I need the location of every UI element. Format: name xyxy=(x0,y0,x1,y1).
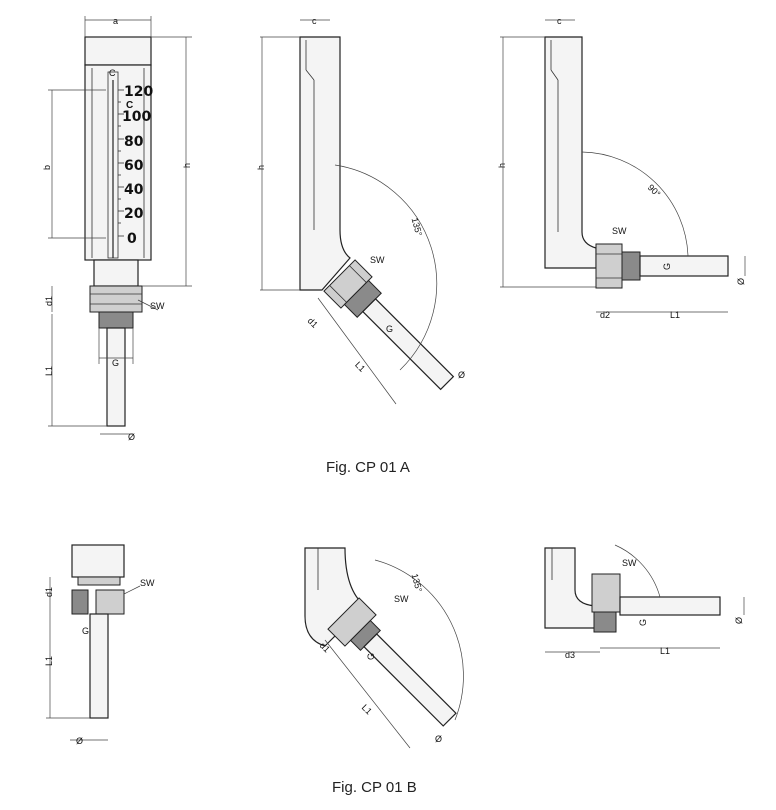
dim-dia-b135: Ø xyxy=(435,734,442,744)
dim-L1-90: L1 xyxy=(670,310,680,320)
dim-dia-b90: Ø xyxy=(734,617,744,624)
dim-G-b90: G xyxy=(638,619,648,626)
dim-b: b xyxy=(42,165,52,170)
dim-G-90: G xyxy=(662,263,672,270)
angle-135-a: 135° xyxy=(410,217,425,238)
angle-135-b: 135° xyxy=(410,573,425,594)
dim-dia-135: Ø xyxy=(458,370,465,380)
scale-unit-small: C xyxy=(109,68,116,78)
scale-label-0: 0 xyxy=(127,231,137,247)
caption-fig-a: Fig. CP 01 A xyxy=(326,459,410,476)
scale-unit: C xyxy=(126,100,133,111)
view-a-135: h c 135° SW G d1 L1 Ø xyxy=(256,16,465,405)
label-SW-90: SW xyxy=(612,226,627,236)
dim-d2: d2 xyxy=(600,310,610,320)
dim-dia-90: Ø xyxy=(736,278,746,285)
scale-ticks xyxy=(118,89,124,237)
scale-label-120: 120 xyxy=(124,84,153,100)
scale-label-40: 40 xyxy=(124,182,144,198)
dim-L1: L1 xyxy=(44,366,54,376)
dim-h-135: h xyxy=(256,165,266,170)
label-SW-b: SW xyxy=(140,578,155,588)
scale-label-100: 100 xyxy=(122,109,151,125)
label-SW-b90: SW xyxy=(622,558,637,568)
scale-label-20: 20 xyxy=(124,206,144,222)
view-a-vertical: C 120 C 100 80 60 40 20 0 a b h d1 L1 G xyxy=(42,16,192,442)
dim-c-135: c xyxy=(312,16,317,26)
angle-90-a: 90° xyxy=(646,182,663,199)
scale-label-60: 60 xyxy=(124,158,144,174)
label-SW-b135: SW xyxy=(394,594,409,604)
view-b-vertical: d1 L1 G SW Ø xyxy=(44,544,155,746)
dim-G-b: G xyxy=(82,626,89,636)
dim-G-135: G xyxy=(386,324,393,334)
scale-label-80: 80 xyxy=(124,134,144,150)
dim-h-90: h xyxy=(497,163,507,168)
dim-dia: Ø xyxy=(128,432,135,442)
dim-d3: d3 xyxy=(565,650,575,660)
view-b-90: SW G d3 L1 Ø xyxy=(544,544,745,660)
dim-d1-135: d1 xyxy=(306,316,320,330)
dim-L1-b135: L1 xyxy=(360,702,374,716)
dim-L1-b: L1 xyxy=(44,656,54,666)
label-SW: SW xyxy=(150,301,165,311)
dim-G-b135: G xyxy=(366,653,376,660)
dim-d1-b: d1 xyxy=(44,587,54,597)
dim-G: G xyxy=(112,358,119,368)
dim-d1: d1 xyxy=(44,296,54,306)
dim-c-90: c xyxy=(557,16,562,26)
dim-h: h xyxy=(182,163,192,168)
caption-fig-b: Fig. CP 01 B xyxy=(332,779,417,796)
dim-L1-b90: L1 xyxy=(660,646,670,656)
dim-dia-b: Ø xyxy=(76,736,83,746)
dim-a: a xyxy=(113,16,118,26)
label-SW-135: SW xyxy=(370,255,385,265)
view-a-90: h c 90° SW G d2 L1 Ø xyxy=(497,16,746,320)
view-b-135: 135° SW G d1 L1 Ø xyxy=(304,547,464,749)
